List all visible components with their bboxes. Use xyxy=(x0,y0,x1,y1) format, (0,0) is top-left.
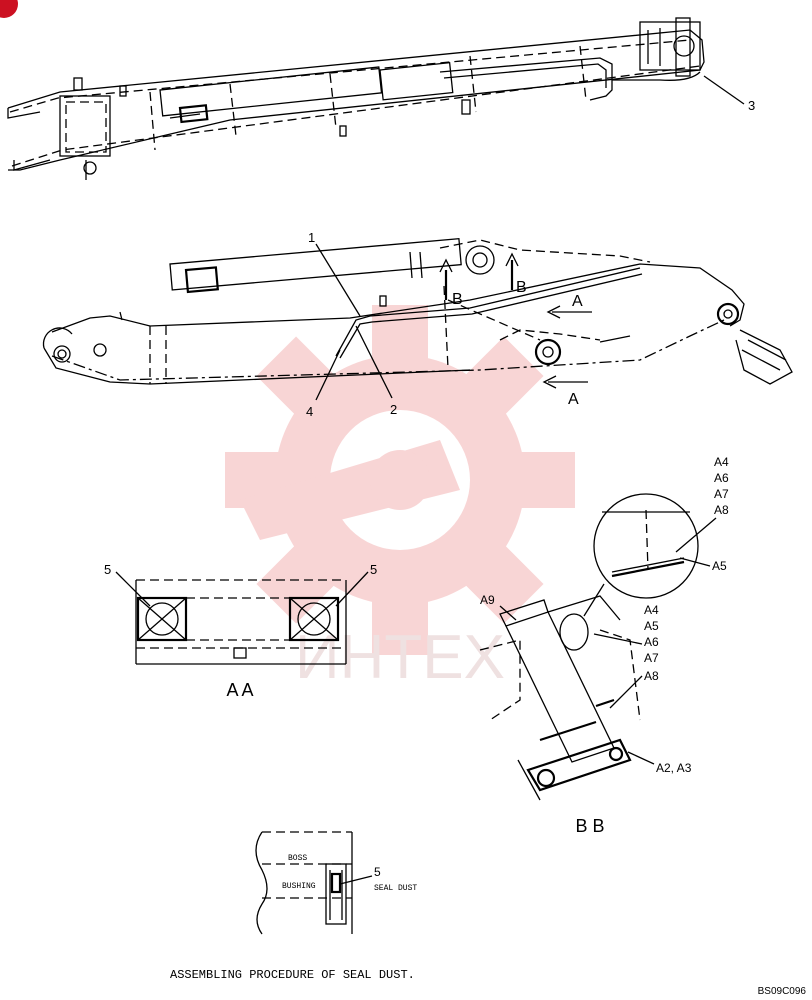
seal-dust-detail: BOSS BUSHING 5 SEAL DUST ASSEMBLING PROC… xyxy=(170,831,417,982)
view-label-aa: A A xyxy=(226,680,253,700)
bb-lower-labels: A4 A5 A6 A7 A8 xyxy=(593,603,659,709)
section-marker-b-right: B xyxy=(516,279,527,296)
label-a2-a3: A2, A3 xyxy=(656,761,692,775)
label-a7-upper: A7 xyxy=(714,487,729,501)
label-bushing: BUSHING xyxy=(282,882,316,891)
arm-top-view: 3 xyxy=(7,17,755,180)
section-marker-a-top: A xyxy=(572,293,583,310)
callout-5-left: 5 xyxy=(104,562,111,577)
label-a5-lower: A5 xyxy=(644,619,659,633)
bb-upper-labels: A4 A6 A7 A8 xyxy=(675,455,729,553)
assembly-caption: ASSEMBLING PROCEDURE OF SEAL DUST. xyxy=(170,968,415,982)
callout-2: 2 xyxy=(390,402,397,417)
arm-side-view: B B A A 1 2 4 xyxy=(42,230,793,419)
corner-mark-icon xyxy=(0,0,18,18)
label-a8-upper: A8 xyxy=(714,503,729,517)
label-a4-lower: A4 xyxy=(644,603,659,617)
callout-4: 4 xyxy=(306,404,313,419)
label-a6-lower: A6 xyxy=(644,635,659,649)
watermark-text: ИНТЕХ xyxy=(295,623,505,692)
drawing-code: BS09C096 xyxy=(758,986,807,997)
section-marker-b-left: B xyxy=(452,291,463,308)
label-a7-lower: A7 xyxy=(644,651,659,665)
view-label-bb: B B xyxy=(575,816,604,836)
watermark-logo: ИНТЕХ xyxy=(225,305,575,692)
label-a4-upper: A4 xyxy=(714,455,729,469)
callout-5-right: 5 xyxy=(370,562,377,577)
section-marker-a-bottom: A xyxy=(568,391,579,408)
label-a8-lower: A8 xyxy=(644,669,659,683)
label-a6-upper: A6 xyxy=(714,471,729,485)
callout-3: 3 xyxy=(748,98,755,113)
label-a9: A9 xyxy=(480,593,495,607)
label-boss: BOSS xyxy=(288,854,307,863)
label-a5: A5 xyxy=(712,559,727,573)
section-aa: 5 5 A A xyxy=(104,562,377,700)
callout-1: 1 xyxy=(308,230,315,245)
callout-5-detail: 5 xyxy=(374,865,381,879)
label-seal-dust: SEAL DUST xyxy=(374,884,417,893)
section-bb: A4 A6 A7 A8 A5 A9 A4 A5 A6 A7 A8 A2, A3 … xyxy=(479,455,729,836)
